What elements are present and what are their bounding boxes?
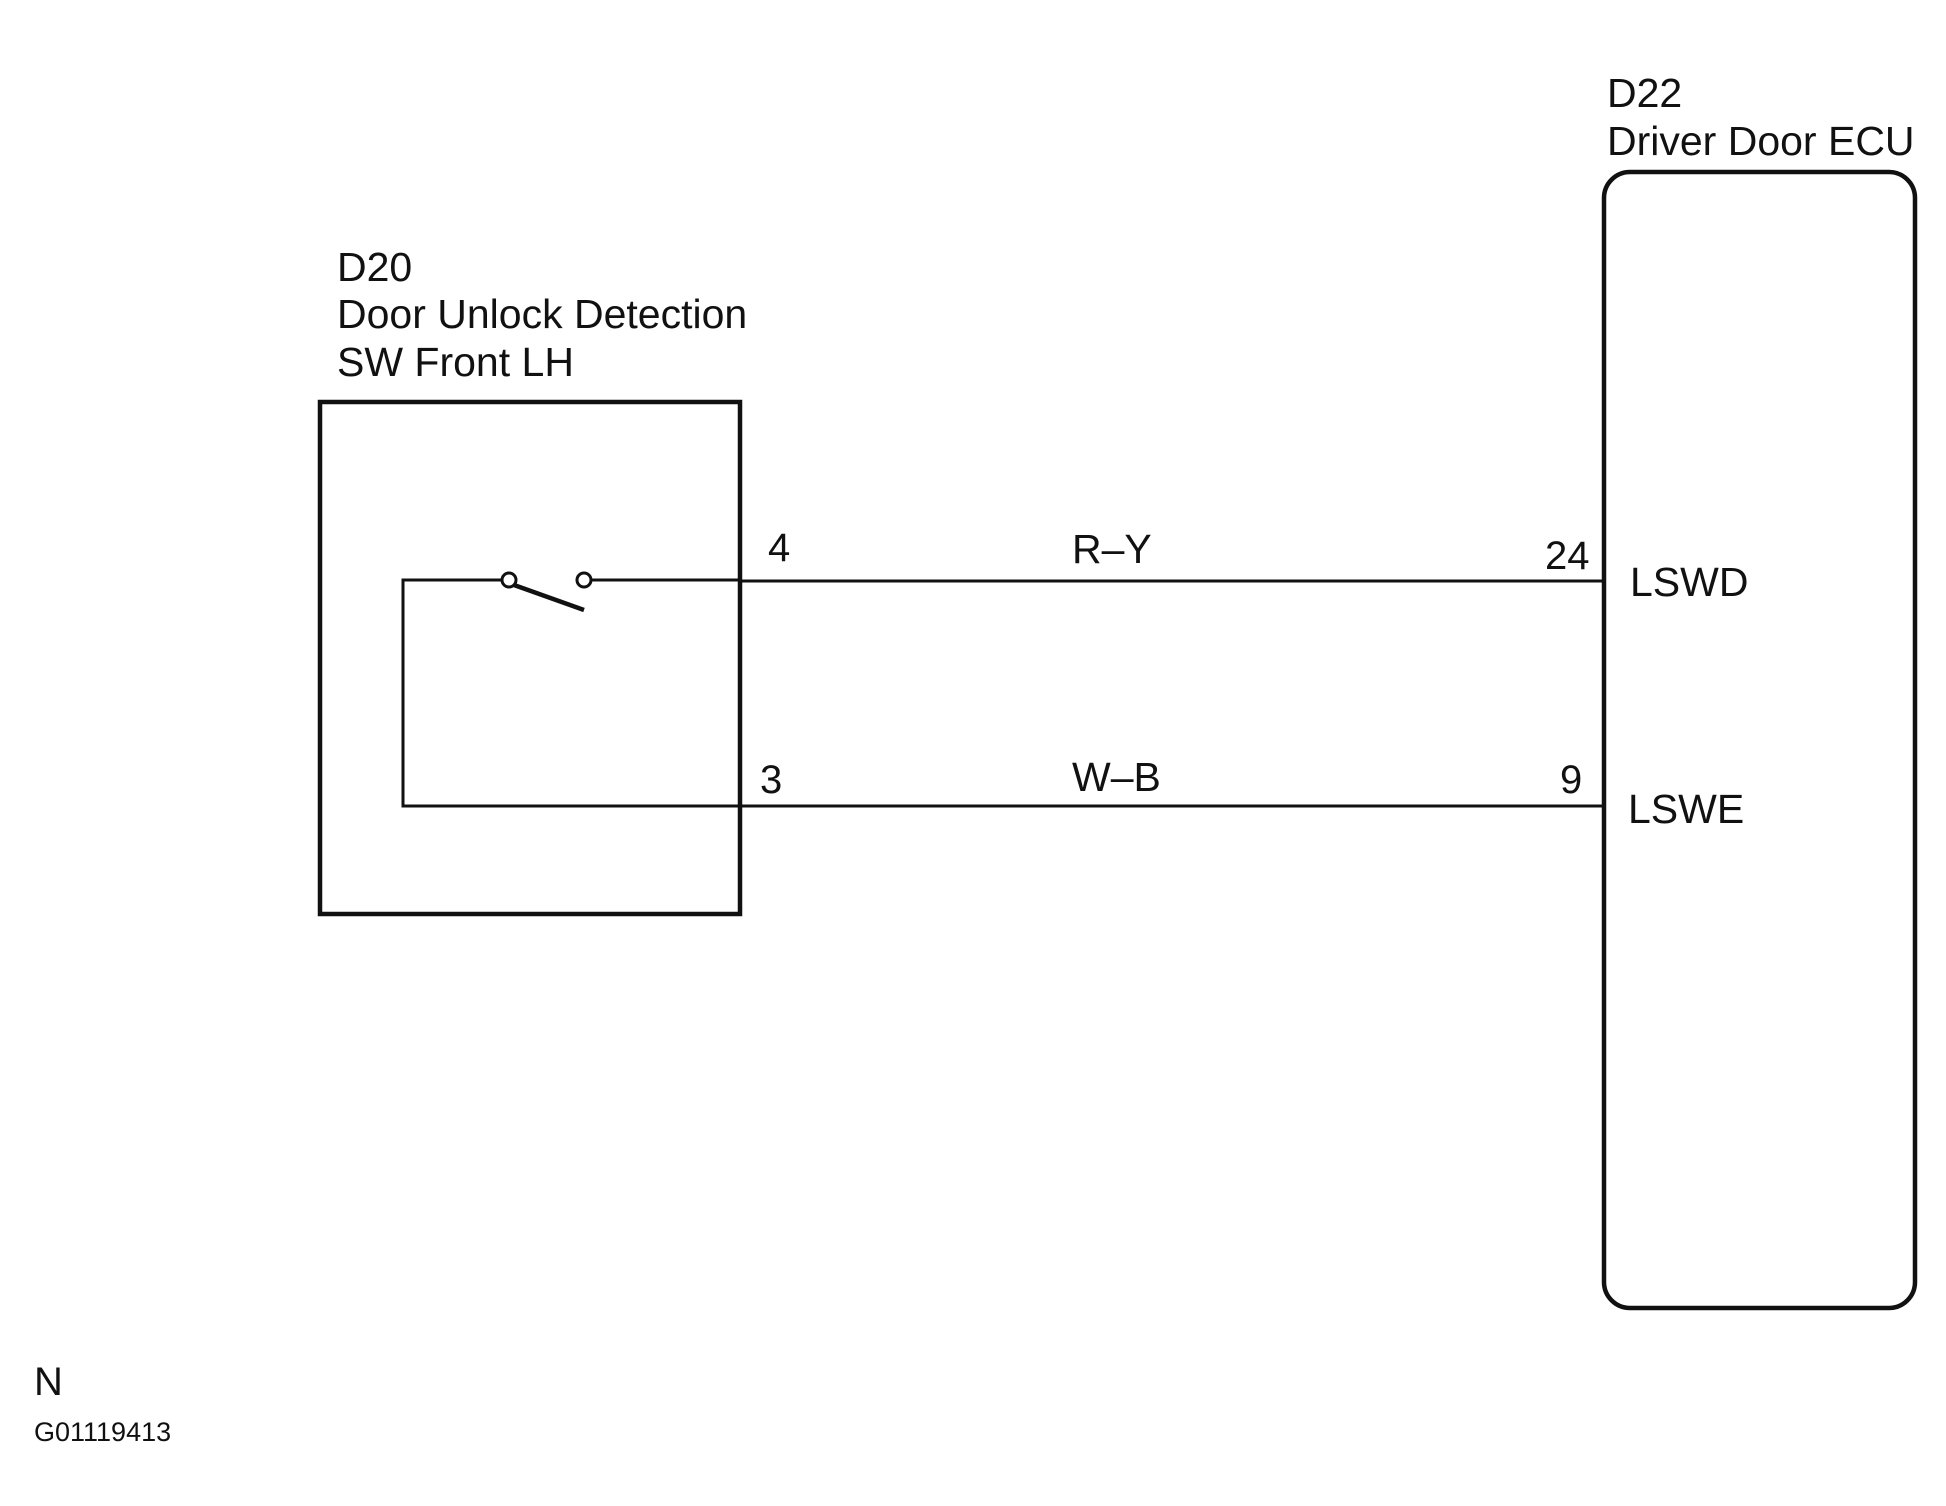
switch-name-line1: Door Unlock Detection xyxy=(337,291,747,337)
wire-1-terminal: LSWD xyxy=(1630,559,1748,605)
wire-1: 4 R–Y 24 LSWD xyxy=(740,526,1748,605)
wire-2: 3 W–B 9 LSWE xyxy=(740,754,1744,832)
switch-internal-wire xyxy=(401,578,740,808)
wire-1-to-pin: 24 xyxy=(1545,534,1590,578)
wire-2-from-pin: 3 xyxy=(760,758,782,802)
switch-component: D20 Door Unlock Detection SW Front LH xyxy=(317,244,747,917)
wire-1-color-code: R–Y xyxy=(1072,526,1152,572)
figure-id: G01119413 xyxy=(34,1417,171,1447)
switch-contact-icon xyxy=(500,571,740,613)
switch-name-line2: SW Front LH xyxy=(337,339,574,385)
switch-code: D20 xyxy=(337,244,412,290)
wire-2-to-pin: 9 xyxy=(1560,758,1582,802)
wire-2-color-code: W–B xyxy=(1072,754,1161,800)
ecu-body xyxy=(1601,169,1918,1311)
switch-body xyxy=(317,399,743,917)
wire-1-from-pin: 4 xyxy=(768,526,790,570)
ecu-name: Driver Door ECU xyxy=(1607,118,1915,164)
footer-mark: N xyxy=(34,1360,63,1404)
ecu-component: D22 Driver Door ECU xyxy=(1601,70,1918,1311)
ecu-code: D22 xyxy=(1607,70,1682,116)
wire-2-terminal: LSWE xyxy=(1628,786,1744,832)
